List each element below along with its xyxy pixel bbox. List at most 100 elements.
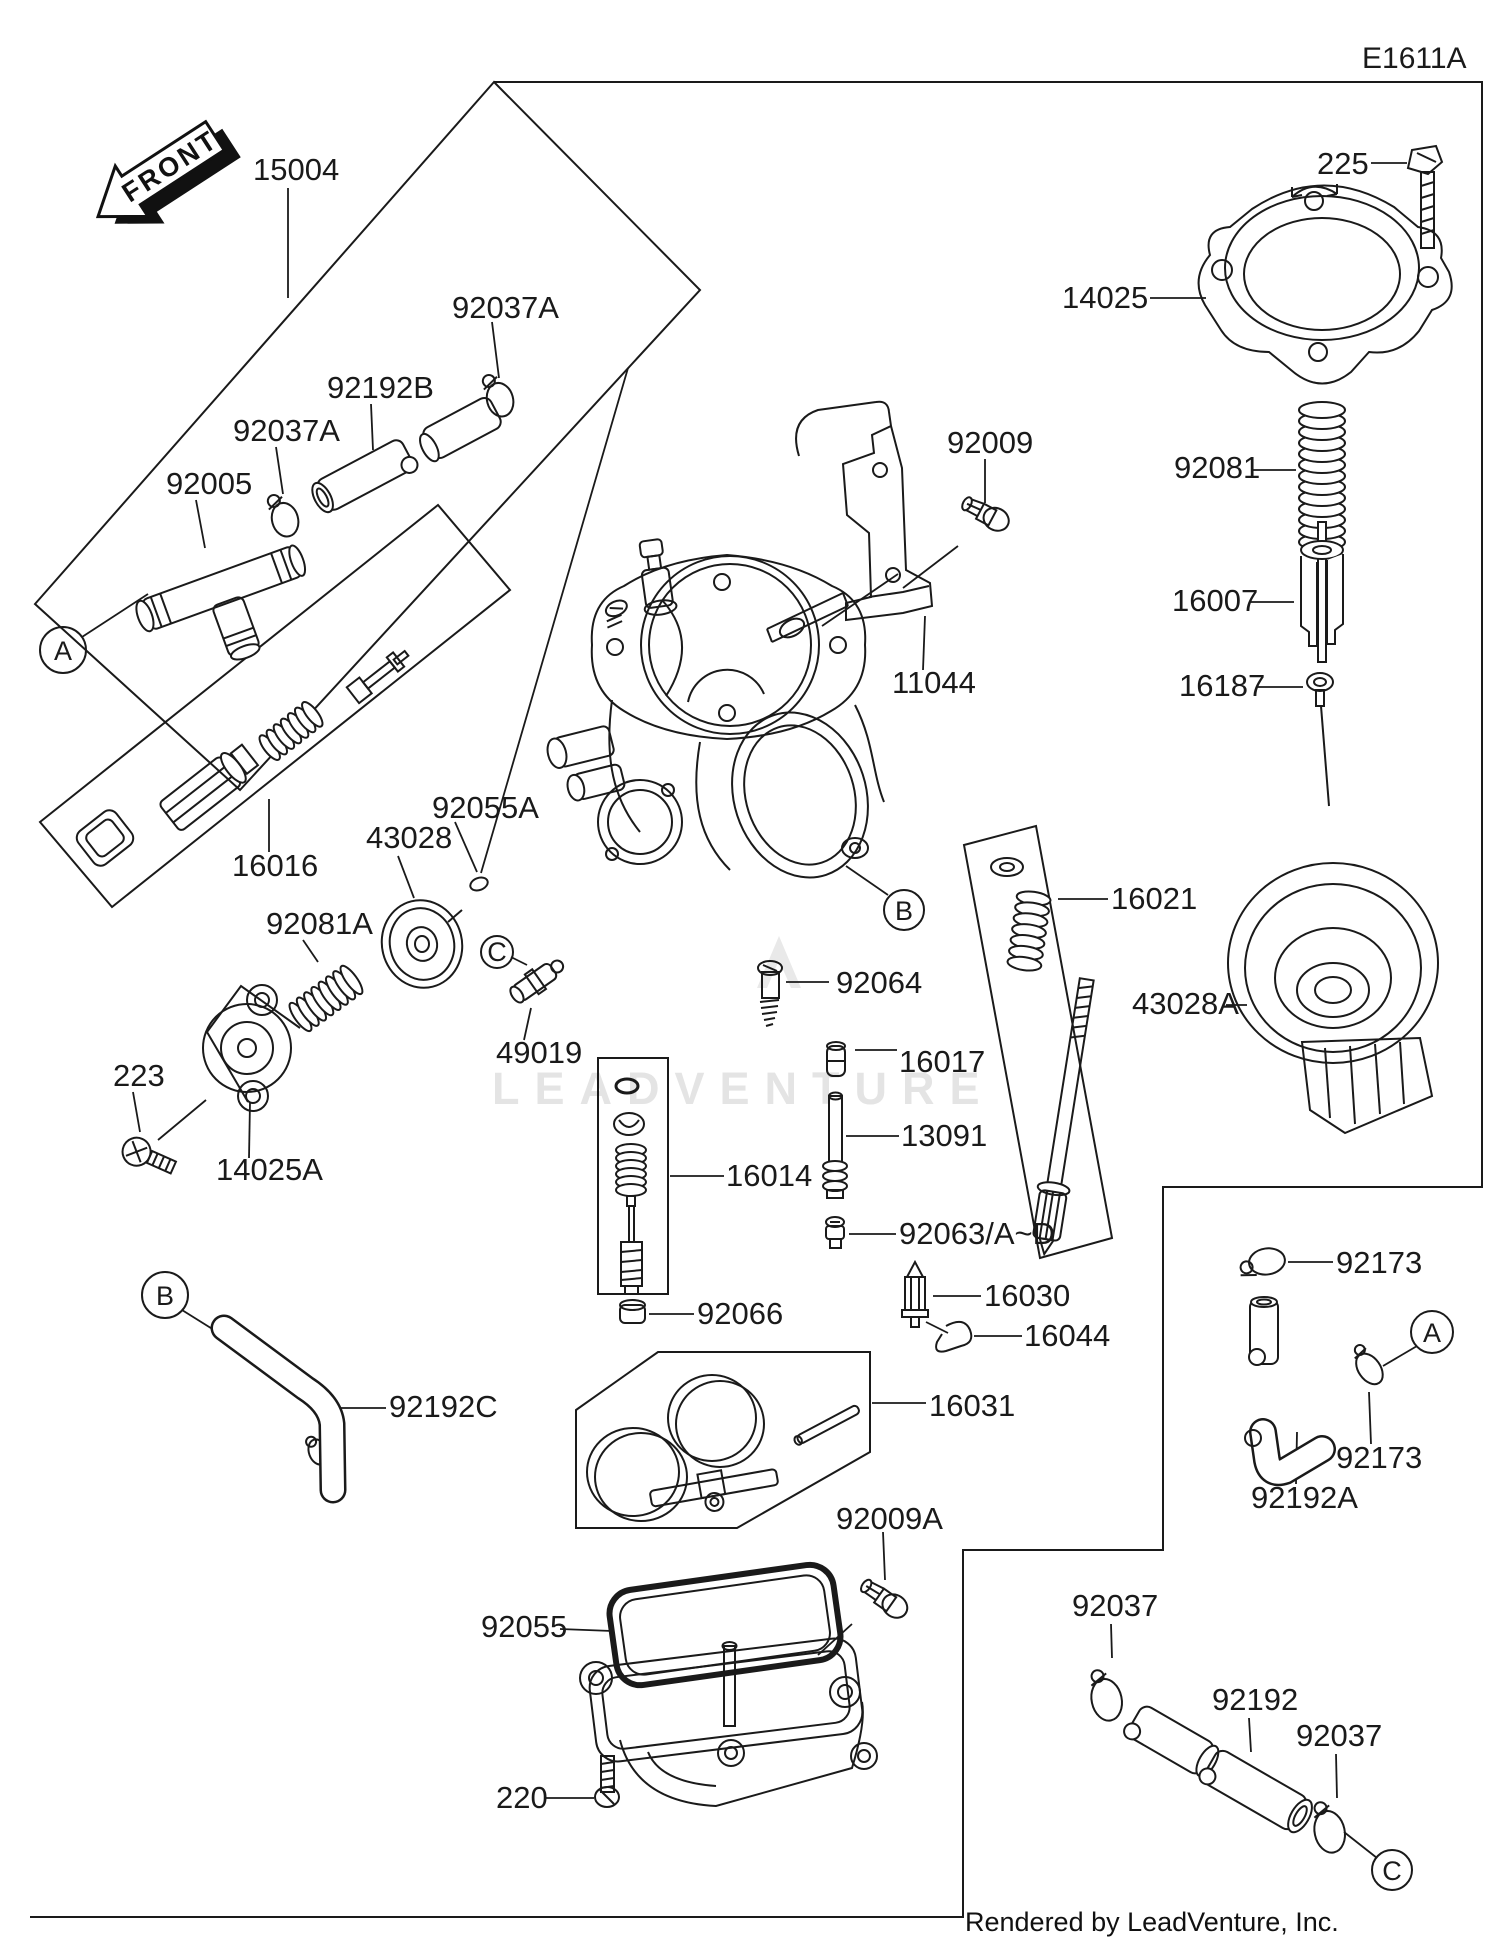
- bent-hose-drawing: [210, 1314, 347, 1504]
- part-label-92192C: 92192C: [389, 1389, 498, 1424]
- pilot-jet-drawing: [826, 1041, 846, 1077]
- needle-holder-drawing: [1300, 521, 1344, 663]
- bracket-screw-drawing: [961, 496, 1010, 532]
- ref-circle-a-left: A: [39, 626, 87, 674]
- part-label-92037A-2: 92037A: [233, 413, 340, 448]
- throttle-assy-drawing: [586, 1374, 860, 1522]
- part-label-92055A: 92055A: [432, 790, 539, 825]
- part-label-223: 223: [113, 1058, 165, 1093]
- part-label-92192: 92192: [1212, 1682, 1298, 1717]
- group-box-16031: [575, 1351, 871, 1529]
- needle-clip-drawing: [935, 1320, 973, 1353]
- ref-letter: B: [156, 1281, 174, 1311]
- front-arrow-icon: FRONT: [95, 119, 241, 224]
- ref-circle-a-right: A: [1410, 1310, 1454, 1354]
- part-label-92173-top: 92173: [1336, 1245, 1422, 1280]
- part-label-92064: 92064: [836, 965, 922, 1000]
- group-box-16016: [38, 503, 512, 909]
- diaphragm-cover-drawing: [202, 984, 301, 1112]
- drain-screw-drawing: [860, 1578, 909, 1619]
- pan-screw-drawing: [121, 1136, 178, 1175]
- part-label-14025A: 14025A: [216, 1152, 323, 1187]
- part-label-92055: 92055: [481, 1609, 567, 1644]
- part-label-16030: 16030: [984, 1278, 1070, 1313]
- part-label-16044: 16044: [1024, 1318, 1110, 1353]
- part-label-92009: 92009: [947, 425, 1033, 460]
- part-label-220: 220: [496, 1780, 548, 1815]
- part-label-92066: 92066: [697, 1296, 783, 1331]
- watermark-text: LEADVENTURE: [492, 1063, 995, 1114]
- part-label-92081A: 92081A: [266, 906, 373, 941]
- float-bowl-drawing: [579, 1637, 878, 1808]
- carburetor-body-drawing: [546, 538, 885, 879]
- part-label-92063: 92063/A~D: [899, 1216, 1055, 1251]
- cap-screw-drawing: [1406, 144, 1444, 249]
- part-label-92173-2: 92173: [1336, 1440, 1422, 1475]
- hose-clamp-drawings: [266, 373, 1384, 1854]
- part-label-16016: 16016: [232, 848, 318, 883]
- air-screw-assy-drawing: [613, 1077, 647, 1295]
- part-label-92192A: 92192A: [1251, 1480, 1358, 1515]
- part-label-92009A: 92009A: [836, 1501, 943, 1536]
- part-labels: 15004 92037A 92192B 92037A 92005 225 140…: [113, 146, 1422, 1815]
- ref-letter: A: [1423, 1318, 1441, 1348]
- part-label-43028: 43028: [366, 820, 452, 855]
- throttle-screw-drawing: [757, 960, 783, 1027]
- part-label-92005: 92005: [166, 466, 252, 501]
- part-label-16021: 16021: [1111, 881, 1197, 916]
- group-box-16021: [962, 824, 1114, 1260]
- part-label-11044: 11044: [892, 665, 976, 700]
- main-nozzle-drawing: [822, 1091, 848, 1199]
- ref-circle-b-mid: B: [883, 889, 925, 931]
- part-label-16007: 16007: [1172, 583, 1258, 618]
- part-label-16031: 16031: [929, 1388, 1015, 1423]
- starter-screw-assy-drawing: [990, 857, 1095, 1257]
- t-fitting-drawing: [135, 544, 307, 661]
- ref-letter: B: [895, 896, 913, 926]
- footer-credit: Rendered by LeadVenture, Inc.: [965, 1907, 1339, 1937]
- slide-spring-drawing: [1298, 401, 1346, 551]
- part-label-16014: 16014: [726, 1158, 812, 1193]
- bowl-screw-drawing: [594, 1755, 620, 1808]
- ref-circles: A B B C A C: [39, 626, 1454, 1891]
- page-border: [30, 81, 1483, 1918]
- part-label-92037-br: 92037: [1296, 1718, 1382, 1753]
- plain-tube-drawings: [1123, 1705, 1313, 1834]
- main-jet-drawing: [825, 1216, 845, 1249]
- tube-drawings-92192B: [311, 396, 502, 514]
- ref-letter: C: [487, 937, 507, 967]
- page-code: E1611A: [1362, 42, 1467, 75]
- part-label-225: 225: [1317, 146, 1369, 181]
- part-label-43028A: 43028A: [1132, 986, 1239, 1021]
- oring-drawing: [469, 876, 489, 892]
- ref-circle-c-bottom: C: [1371, 1849, 1413, 1891]
- float-valve-drawing: [901, 1259, 929, 1328]
- ref-letter: A: [54, 636, 72, 666]
- bracket-drawing: [795, 400, 934, 622]
- ref-letter: C: [1382, 1856, 1402, 1886]
- part-label-13091: 13091: [901, 1118, 987, 1153]
- elbow-hose-drawing: [1244, 1296, 1336, 1487]
- ref-circle-c-mid: C: [480, 935, 514, 969]
- diaphragm-slide-drawing: [1227, 862, 1439, 1135]
- part-label-49019: 49019: [496, 1035, 582, 1070]
- coasting-diaphragm-drawing: [380, 899, 464, 989]
- valve-seat-drawing: [509, 959, 565, 1004]
- pilot-screw-assy-drawing: [75, 649, 410, 867]
- part-label-16017: 16017: [899, 1044, 985, 1079]
- leadventure-watermark: LEADVENTURE: [492, 936, 995, 1114]
- chamber-cap-drawing: [1197, 184, 1453, 385]
- part-label-16187: 16187: [1179, 668, 1265, 703]
- ref-circle-b-left: B: [141, 1271, 189, 1319]
- part-label-92192B: 92192B: [327, 370, 434, 405]
- part-label-92037A-top: 92037A: [452, 290, 559, 325]
- part-label-14025: 14025: [1062, 280, 1148, 315]
- part-label-92037-bl: 92037: [1072, 1588, 1158, 1623]
- plug-drawing: [619, 1299, 646, 1324]
- diaphragm-spring-drawing: [288, 964, 364, 1033]
- group-box-15004: [33, 80, 702, 792]
- jet-needle-drawing: [1306, 672, 1334, 807]
- part-label-92081: 92081: [1174, 450, 1260, 485]
